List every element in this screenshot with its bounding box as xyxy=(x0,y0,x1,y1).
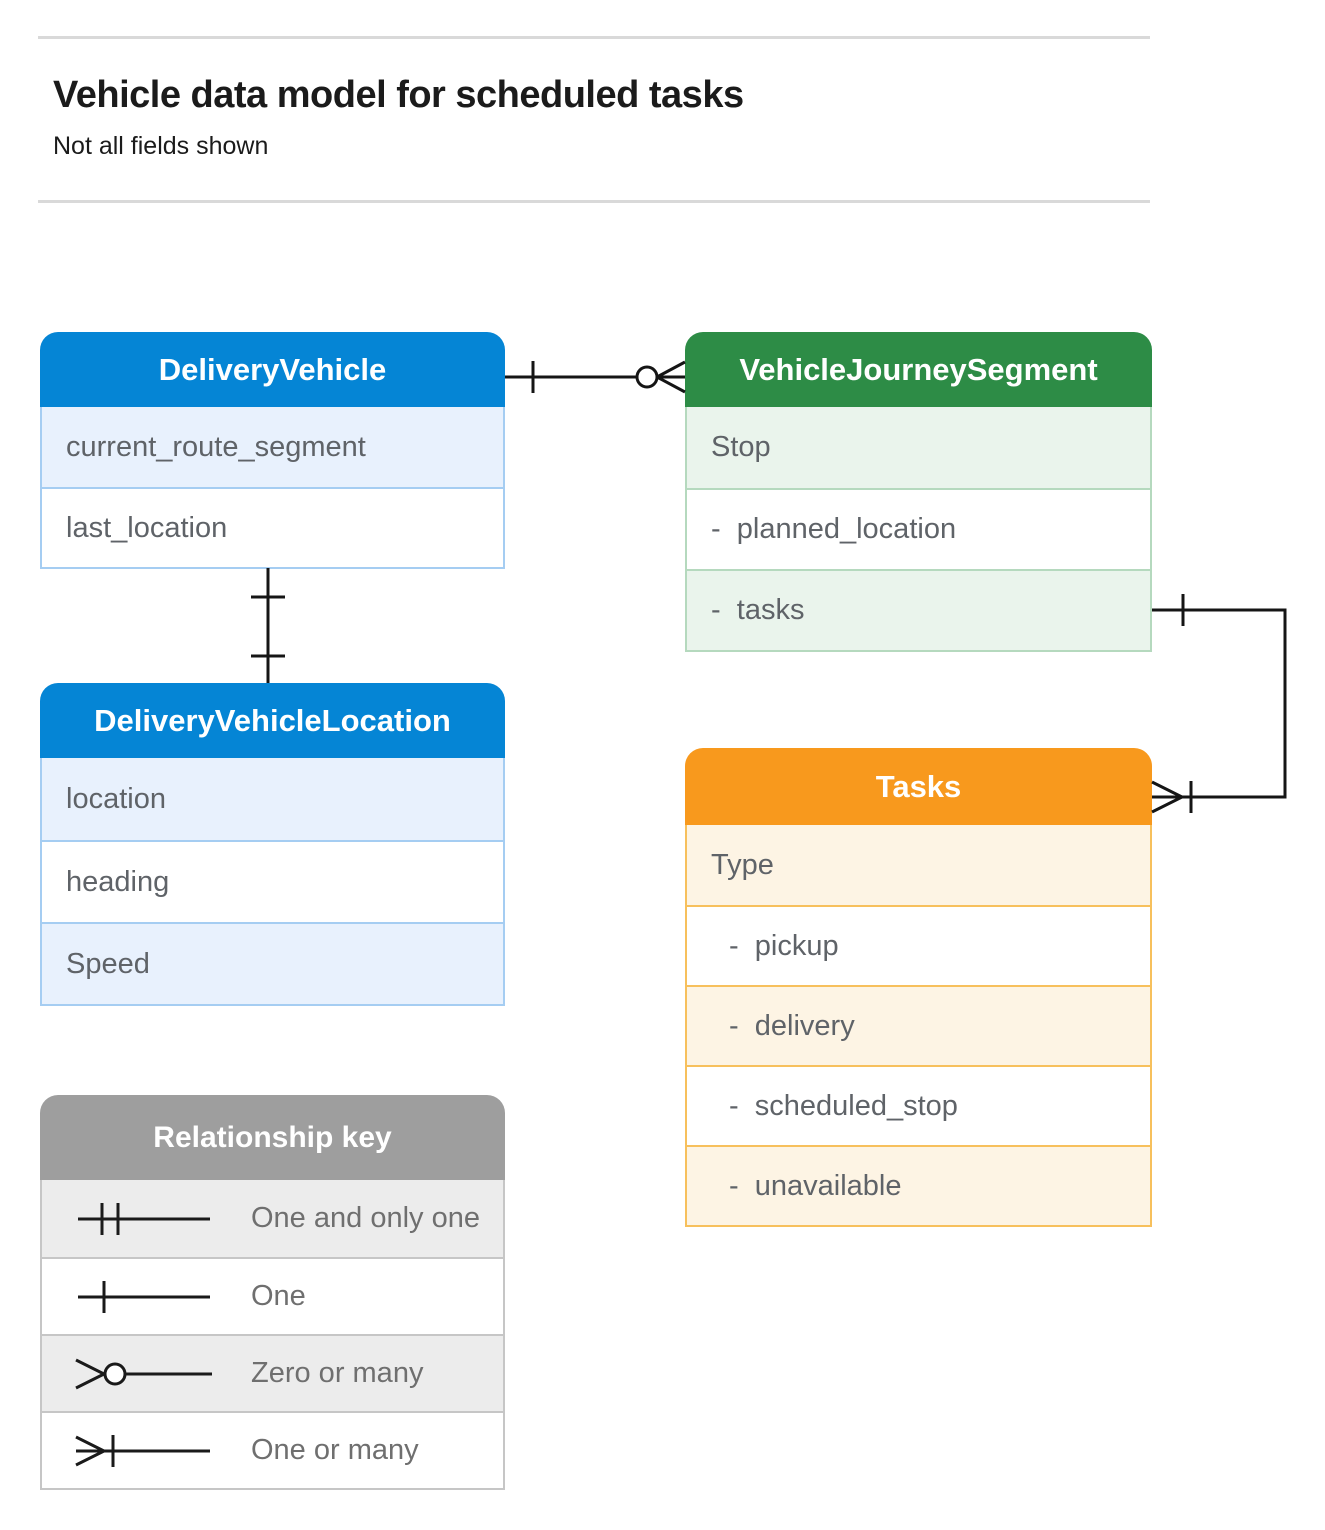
page-subtitle: Not all fields shown xyxy=(53,132,269,160)
field-speed: Speed xyxy=(42,922,503,1004)
entity-header: DeliveryVehicle xyxy=(40,332,505,407)
entity-delivery-vehicle: DeliveryVehicle current_route_segment la… xyxy=(40,332,505,569)
connector-deliveryvehicle-to-deliveryvehiclelocation xyxy=(251,568,285,683)
field-type: Type xyxy=(687,825,1150,905)
entity-body: current_route_segment last_location xyxy=(40,407,505,569)
one-or-many-icon xyxy=(75,1434,210,1467)
entity-body: location heading Speed xyxy=(40,758,505,1006)
field-tasks: - tasks xyxy=(687,569,1150,650)
field-heading: heading xyxy=(42,840,503,922)
field-planned-location: - planned_location xyxy=(687,488,1150,569)
field-last-location: last_location xyxy=(42,487,503,567)
relationship-key-body: One and only one One Zero or many xyxy=(40,1180,505,1490)
key-row-one: One xyxy=(42,1257,503,1334)
one-icon xyxy=(78,1280,210,1313)
field-stop: Stop xyxy=(687,407,1150,488)
key-row-one-or-many: One or many xyxy=(42,1411,503,1488)
entity-header: Tasks xyxy=(685,748,1152,825)
field-unavailable: - unavailable xyxy=(687,1145,1150,1225)
key-row-one-and-only-one: One and only one xyxy=(42,1180,503,1257)
connector-deliveryvehicle-to-vehiclejourneysegment xyxy=(505,360,686,394)
field-scheduled-stop: - scheduled_stop xyxy=(687,1065,1150,1145)
entity-header: DeliveryVehicleLocation xyxy=(40,683,505,758)
key-label: One or many xyxy=(251,1434,419,1466)
key-label: One and only one xyxy=(251,1202,480,1234)
field-pickup: - pickup xyxy=(687,905,1150,985)
key-label: One xyxy=(251,1280,306,1312)
connector-tasksfield-to-tasks xyxy=(1151,594,1287,814)
entity-header: VehicleJourneySegment xyxy=(685,332,1152,407)
field-delivery: - delivery xyxy=(687,985,1150,1065)
key-row-zero-or-many: Zero or many xyxy=(42,1334,503,1411)
key-label: Zero or many xyxy=(251,1357,424,1389)
zero-or-many-icon xyxy=(75,1358,212,1389)
entity-vehicle-journey-segment: VehicleJourneySegment Stop - planned_loc… xyxy=(685,332,1152,652)
field-location: location xyxy=(42,758,503,840)
entity-delivery-vehicle-location: DeliveryVehicleLocation location heading… xyxy=(40,683,505,1006)
field-current-route-segment: current_route_segment xyxy=(42,407,503,487)
bottom-divider xyxy=(38,200,1150,203)
entity-tasks: Tasks Type - pickup - delivery - schedul… xyxy=(685,748,1152,1227)
entity-body: Type - pickup - delivery - scheduled_sto… xyxy=(685,825,1152,1227)
entity-body: Stop - planned_location - tasks xyxy=(685,407,1152,652)
top-divider xyxy=(38,36,1150,39)
one-and-only-one-icon xyxy=(78,1202,210,1235)
relationship-key-title: Relationship key xyxy=(40,1095,505,1180)
page-title: Vehicle data model for scheduled tasks xyxy=(53,74,744,116)
relationship-key: Relationship key One and only one One xyxy=(40,1095,505,1490)
